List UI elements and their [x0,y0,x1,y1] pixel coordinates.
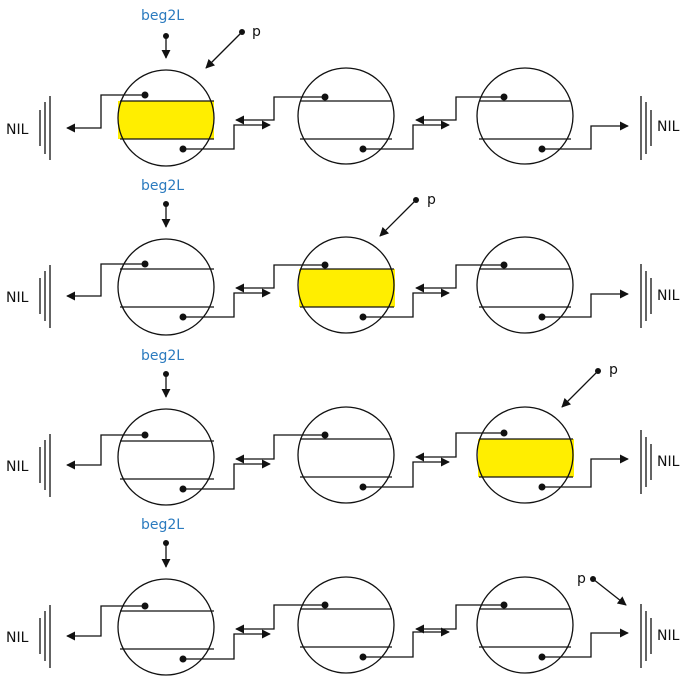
list-node-1 [117,238,215,336]
beg2L-label: beg2L [141,517,184,533]
list-node-3 [476,576,574,674]
list-node-2 [297,236,395,334]
nil-label-left: NIL [6,290,29,306]
p-label: p [577,571,586,587]
nil-ground-right [640,604,652,668]
list-node-2 [297,67,395,165]
nil-label-left: NIL [6,459,29,475]
nil-ground-right [640,96,652,160]
beg2L-label: beg2L [141,178,184,194]
list-row-3: beg2L p NIL NIL [6,348,680,506]
list-row-1: beg2L p NIL NIL [6,8,680,167]
list-node-1 [117,69,215,167]
list-node-1 [117,578,215,676]
list-node-2 [297,576,395,674]
list-row-4: beg2L p NIL NIL [6,517,680,676]
list-node-2 [297,406,395,504]
beg2L-label: beg2L [141,8,184,24]
node-highlight [478,439,574,477]
nil-label-right: NIL [657,454,680,470]
node-highlight [299,269,395,307]
nil-ground-left [39,265,51,328]
row-links [66,94,629,150]
p-label: p [609,362,618,378]
node-highlight [118,101,214,139]
row-links [66,432,629,490]
nil-label-left: NIL [6,630,29,646]
list-node-3 [476,236,574,334]
nil-ground-left [39,96,51,160]
nil-ground-right [640,430,652,494]
nil-ground-left [39,605,51,668]
nil-label-right: NIL [657,288,680,304]
list-row-2: beg2L p NIL NIL [6,178,680,336]
nil-ground-left [39,434,51,497]
p-label: p [427,192,436,208]
nil-ground-right [640,264,652,328]
nil-label-right: NIL [657,119,680,135]
row-links [66,604,629,660]
nil-label-left: NIL [6,122,29,138]
p-label: p [252,24,261,40]
nil-label-right: NIL [657,628,680,644]
row-links [66,263,629,318]
list-node-3 [476,406,574,504]
beg2L-label: beg2L [141,348,184,364]
list-node-1 [117,408,215,506]
